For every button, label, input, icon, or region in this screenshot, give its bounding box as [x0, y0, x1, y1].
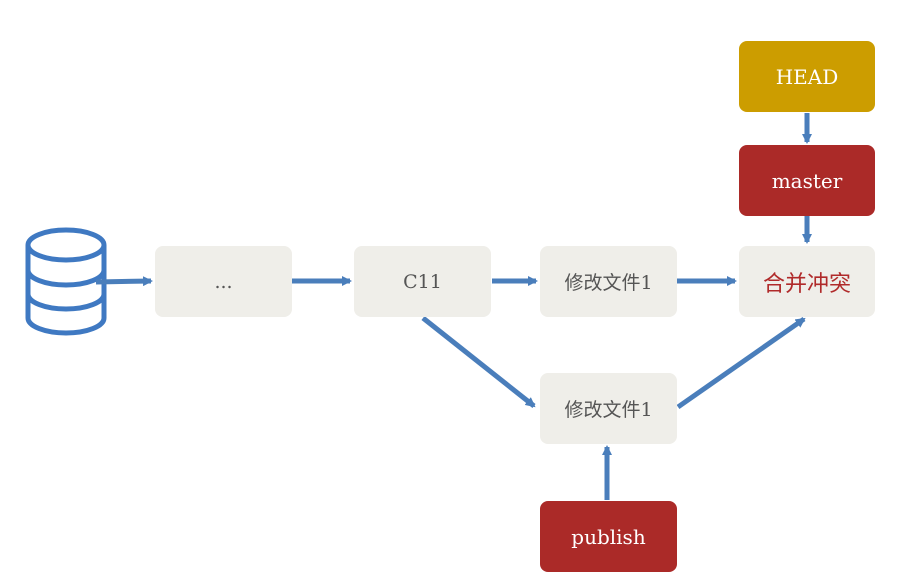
ref-master: master — [739, 145, 875, 216]
commit-modify-file-publish: 修改文件1 — [540, 373, 677, 444]
commit-ellipsis: ... — [155, 246, 292, 317]
ref-head: HEAD — [739, 41, 875, 112]
ref-master-label: master — [771, 168, 843, 193]
commit-merge-conflict: 合并冲突 — [739, 246, 875, 317]
commit-merge-conflict-label: 合并冲突 — [762, 271, 851, 297]
ref-publish: publish — [540, 501, 677, 572]
commit-ellipsis-label: ... — [214, 270, 233, 293]
commit-modify-file-master: 修改文件1 — [540, 246, 677, 317]
commit-modify-file-publish-label: 修改文件1 — [564, 399, 653, 421]
commit-c11: C11 — [354, 246, 491, 317]
ref-publish-label: publish — [571, 524, 646, 549]
commit-modify-file-master-label: 修改文件1 — [564, 272, 653, 294]
arrow-c11-to-modify-publish — [421, 316, 536, 408]
arrow-modify-publish-to-merge — [676, 316, 806, 410]
database-icon — [25, 227, 107, 336]
ref-head-label: HEAD — [775, 64, 839, 89]
arrow-db-to-ellipsis — [95, 276, 153, 287]
commit-c11-label: C11 — [403, 270, 442, 293]
